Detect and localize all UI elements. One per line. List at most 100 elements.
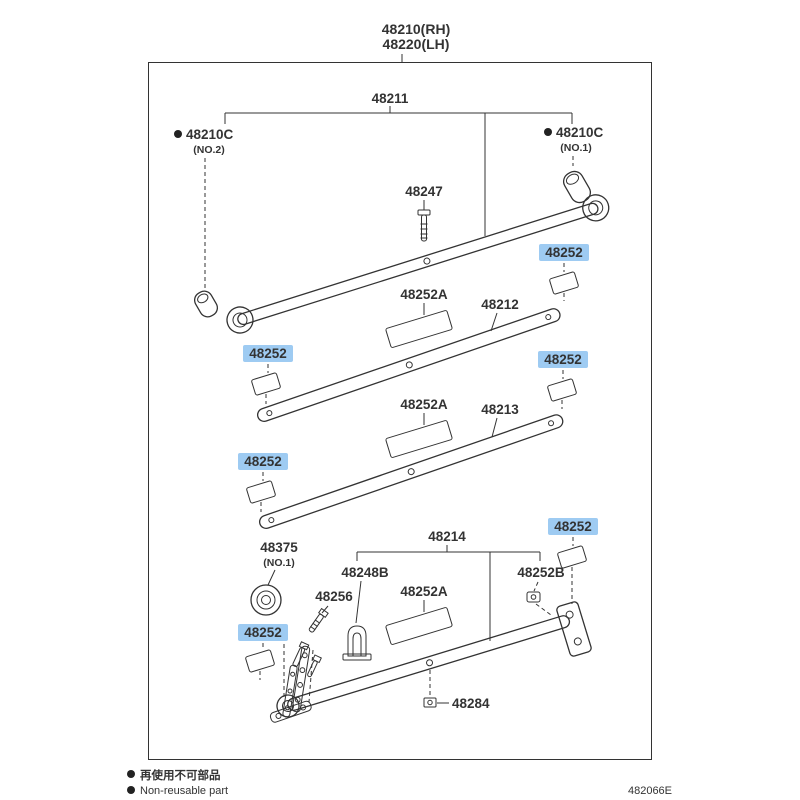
non-reusable-dot-icon — [127, 786, 135, 794]
plate-body — [291, 645, 311, 713]
leaf-spring-2 — [256, 308, 561, 423]
part-label-48252[interactable]: 48252 — [249, 346, 287, 361]
part-label-48252b[interactable]: 48252B — [517, 565, 565, 580]
part-label-48210c-no1[interactable]: 48210C — [556, 125, 604, 140]
non-reusable-dot-icon — [127, 770, 135, 778]
bolt-shaft — [308, 613, 324, 633]
leader-line — [490, 312, 498, 332]
nut-body — [423, 697, 437, 708]
shackle-bolt — [307, 654, 322, 678]
callout-48211: 48211 — [224, 91, 573, 236]
plate-hole — [287, 688, 293, 694]
leaf-body — [237, 202, 599, 326]
part-label-48256[interactable]: 48256 — [315, 589, 353, 604]
plate-hole — [300, 704, 307, 711]
shackle-bolt — [292, 641, 310, 668]
part-label-48252[interactable]: 48252 — [244, 454, 282, 469]
bracket-hole — [565, 610, 574, 619]
part-label-48252[interactable]: 48252 — [554, 519, 592, 534]
assembly-title-lh[interactable]: 48220(LH) — [383, 36, 450, 52]
plate-body — [385, 310, 453, 348]
part-label-48247[interactable]: 48247 — [405, 184, 443, 199]
callout-48214: 48214 — [356, 529, 541, 641]
hanger-bracket-right — [556, 601, 592, 657]
bushing-right — [562, 170, 592, 204]
bolt-shaft — [307, 660, 318, 678]
silencer-pad — [245, 649, 275, 673]
bolt-thread — [314, 619, 321, 624]
clip-hole — [268, 517, 275, 524]
silencer-plate — [385, 607, 453, 645]
bracket-hole — [573, 637, 582, 646]
part-label-48252[interactable]: 48252 — [244, 625, 282, 640]
clamp-inner — [352, 632, 362, 656]
part-label-48375[interactable]: 48375 — [260, 540, 298, 555]
assembly-title-rh[interactable]: 48210(RH) — [382, 21, 450, 37]
center-bolt-nut — [423, 697, 437, 708]
part-label-48284[interactable]: 48284 — [452, 696, 490, 711]
part-note-no1: (NO.1) — [263, 557, 295, 569]
callout-48248b: 48248B — [341, 565, 389, 661]
callout-48252-3: 48252 — [538, 351, 588, 409]
nut-bore — [427, 699, 433, 706]
bushing-mid — [256, 590, 276, 610]
plate-body — [269, 700, 312, 723]
part-note-no2: (NO.2) — [193, 144, 225, 156]
shackle-plate-front — [291, 645, 311, 713]
bushing-bore — [261, 595, 271, 605]
pad-body — [547, 378, 577, 402]
silencer-plate — [385, 310, 453, 348]
shackle-assembly — [269, 641, 322, 723]
callout-48252-2: 48252 — [243, 345, 293, 404]
plate-body — [385, 607, 453, 645]
bushing-left — [193, 290, 219, 318]
part-label-48210c-no2[interactable]: 48210C — [186, 127, 234, 142]
part-label-48252a[interactable]: 48252A — [400, 584, 448, 599]
pad-body — [549, 271, 579, 295]
plate-hole — [284, 705, 290, 711]
diagram-frame — [148, 62, 652, 760]
plate-body — [282, 664, 298, 718]
plate-hole — [299, 667, 306, 674]
leaf-body — [258, 414, 564, 530]
part-label-48252a[interactable]: 48252A — [400, 397, 448, 412]
part-label-48252a[interactable]: 48252A — [400, 287, 448, 302]
part-label-48214[interactable]: 48214 — [428, 529, 466, 544]
highlight-box — [238, 624, 288, 641]
leaf-body — [256, 308, 561, 423]
spring-clip — [526, 591, 541, 603]
callout-48252-5: 48252 — [548, 518, 598, 604]
silencer-pad — [549, 271, 579, 295]
leader-line — [321, 605, 329, 614]
part-label-48252[interactable]: 48252 — [544, 352, 582, 367]
legend-text-en: Non-reusable part — [140, 785, 228, 797]
part-label-48252[interactable]: 48252 — [545, 245, 583, 260]
leader-line — [355, 580, 362, 624]
bolt-head — [417, 209, 431, 216]
part-label-48212[interactable]: 48212 — [481, 297, 519, 312]
part-label-48211[interactable]: 48211 — [372, 91, 409, 106]
spring-clamp — [342, 625, 372, 661]
bushing-48375 — [250, 584, 282, 616]
highlight-box — [539, 244, 589, 261]
bolt-thread — [310, 625, 316, 631]
spring-eye-right — [582, 194, 610, 222]
plate-body — [385, 420, 453, 458]
center-bolt — [417, 209, 431, 242]
highlight-box — [238, 453, 288, 470]
clip-hole — [530, 594, 537, 600]
leader-line — [267, 569, 276, 586]
callout-48252-1: 48252 — [539, 244, 589, 301]
plate-hole — [290, 671, 296, 677]
part-label-48248b[interactable]: 48248B — [341, 565, 389, 580]
callout-48252-4: 48252 — [238, 453, 288, 512]
silencer-pad — [251, 372, 281, 396]
pad-body — [245, 649, 275, 673]
clip-hole — [548, 420, 555, 427]
clamp-bolt — [308, 607, 329, 633]
spring-eye-left-bore — [232, 312, 248, 328]
part-label-48213[interactable]: 48213 — [481, 402, 519, 417]
callout-48375: 48375 (NO.1) — [250, 540, 298, 616]
